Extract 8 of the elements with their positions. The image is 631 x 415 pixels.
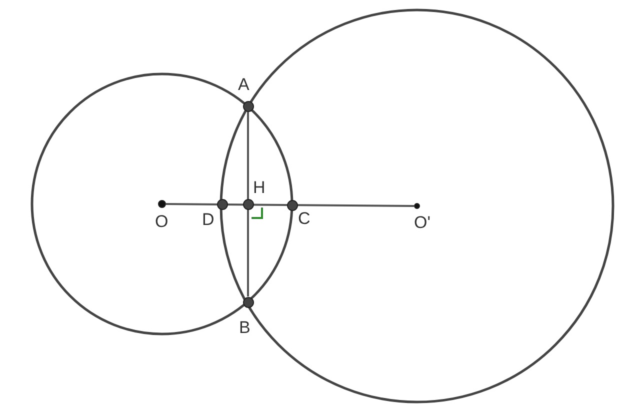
point-label: C [298, 210, 310, 227]
point-label: O [155, 213, 168, 230]
point-label: H [253, 179, 266, 196]
point-label: A [238, 76, 250, 93]
point-label: B [239, 319, 250, 336]
point-label: O' [414, 214, 430, 231]
point-label: D [202, 211, 214, 228]
line-segment [166, 203, 414, 207]
